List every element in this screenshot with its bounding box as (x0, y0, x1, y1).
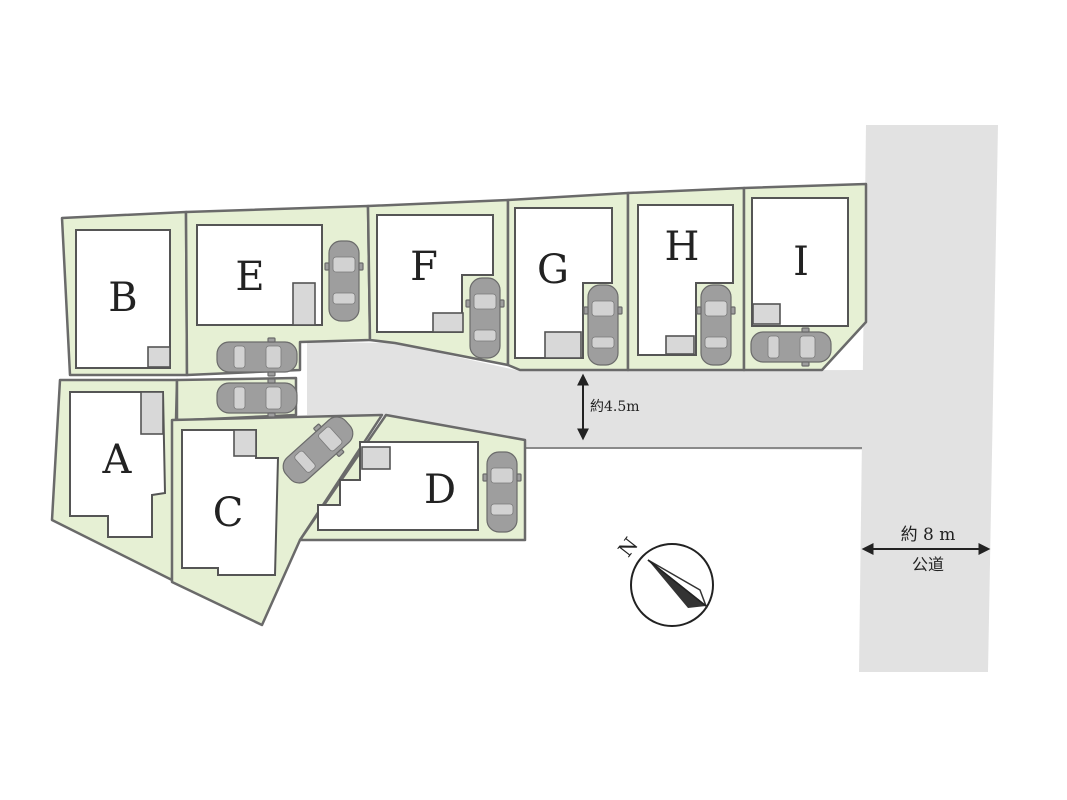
building-f (376, 214, 494, 333)
building-d (317, 441, 479, 531)
public-road (859, 125, 998, 672)
storage-shed-d (361, 446, 391, 470)
storage-shed-c (233, 429, 257, 457)
north-label: N (613, 533, 643, 562)
storage-shed-i (752, 303, 781, 325)
car-h (696, 284, 736, 366)
storage-shed-f (432, 312, 464, 333)
lot-label-g: G (537, 247, 569, 293)
compass: N (613, 533, 714, 627)
car-e (324, 240, 364, 322)
public-road-name: 公道 (912, 555, 944, 574)
lot-label-b: B (108, 275, 137, 321)
car-mid-upper (216, 337, 298, 377)
building-g (514, 207, 613, 359)
storage-shed-h (665, 335, 695, 355)
private-road-width-label: 約4.5m (590, 399, 640, 415)
building-b (75, 229, 171, 369)
lot-label-c: C (213, 490, 244, 536)
building-h (637, 204, 734, 356)
storage-shed-b (147, 346, 171, 368)
building-i (751, 197, 849, 327)
storage-shed-g (544, 331, 582, 359)
storage-shed-e (292, 282, 316, 326)
car-i (750, 327, 832, 367)
building-e (196, 224, 323, 326)
car-g (583, 284, 623, 366)
lot-label-d: D (424, 467, 456, 513)
car-d (482, 451, 522, 533)
lot-label-f: F (410, 244, 438, 290)
lot-label-a: A (102, 437, 133, 483)
car-f (465, 277, 505, 359)
lot-label-e: E (235, 254, 264, 300)
car-mid-lower (216, 378, 298, 418)
public-road-width-label: 約 8 m (901, 525, 956, 545)
lot-label-i: I (793, 239, 809, 285)
lot-label-h: H (665, 224, 700, 270)
storage-shed-a (140, 391, 164, 435)
